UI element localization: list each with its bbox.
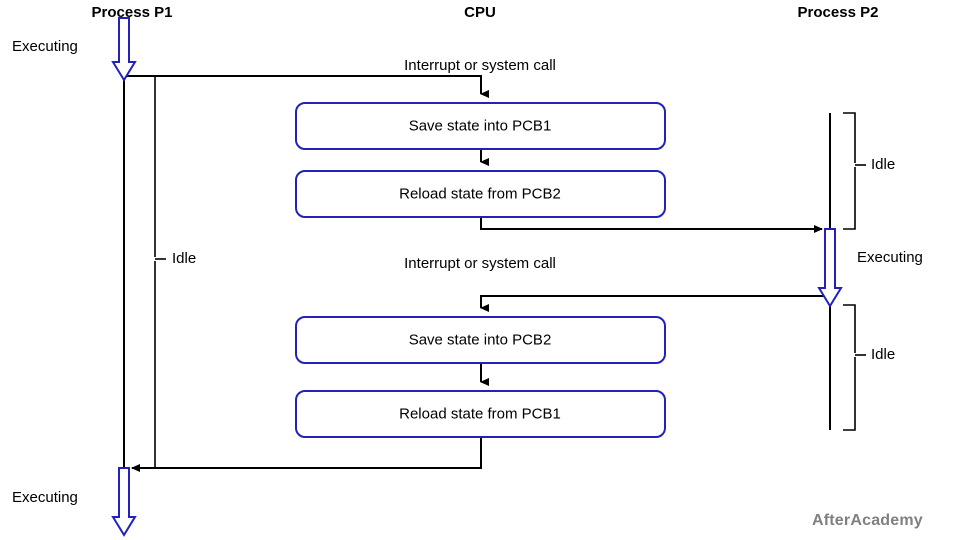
flow-p2-to-cpu <box>480 295 830 312</box>
header-process-p2: Process P2 <box>797 4 879 21</box>
p2-executing-arrow <box>817 228 843 308</box>
watermark-afteracademy: AfterAcademy <box>812 512 923 529</box>
box-label-reload-pcb2: Reload state from PCB2 <box>399 185 561 203</box>
state-label-p1-idle: Idle <box>172 250 197 267</box>
p1-executing-arrow-bottom <box>111 467 137 537</box>
p1-executing-arrow <box>111 17 137 82</box>
state-label-p2-idle-top: Idle <box>871 156 896 173</box>
header-process-p1: Process P1 <box>91 4 173 21</box>
box-label-reload-pcb1: Reload state from PCB1 <box>399 405 561 423</box>
state-label-p1-executing-bottom: Executing <box>12 489 78 506</box>
box-reload-pcb2-shape <box>295 170 666 218</box>
event-label-interrupt-top: Interrupt or system call <box>404 57 556 74</box>
header-cpu: CPU <box>464 4 496 21</box>
event-label-interrupt-mid: Interrupt or system call <box>404 255 556 272</box>
box-label-save-pcb1: Save state into PCB1 <box>408 117 552 135</box>
flow-cpu-to-p2 <box>480 217 823 233</box>
state-label-p1-executing-top: Executing <box>12 38 78 55</box>
p2-idle-bracket-bottom <box>843 304 856 431</box>
flow-cpu-to-p1-bottom <box>131 437 482 472</box>
p2-idle-bracket-top <box>843 112 856 230</box>
box-reload-pcb1-shape <box>295 390 666 438</box>
p1-idle-bracket <box>137 75 156 469</box>
box-save-pcb2-shape <box>295 316 666 364</box>
state-label-p2-idle-bottom: Idle <box>871 346 896 363</box>
flow-p1-to-cpu-top <box>124 75 489 98</box>
box-save-pcb1-shape <box>295 102 666 150</box>
state-label-p2-executing: Executing <box>857 249 923 266</box>
box-label-save-pcb2: Save state into PCB2 <box>408 331 552 349</box>
